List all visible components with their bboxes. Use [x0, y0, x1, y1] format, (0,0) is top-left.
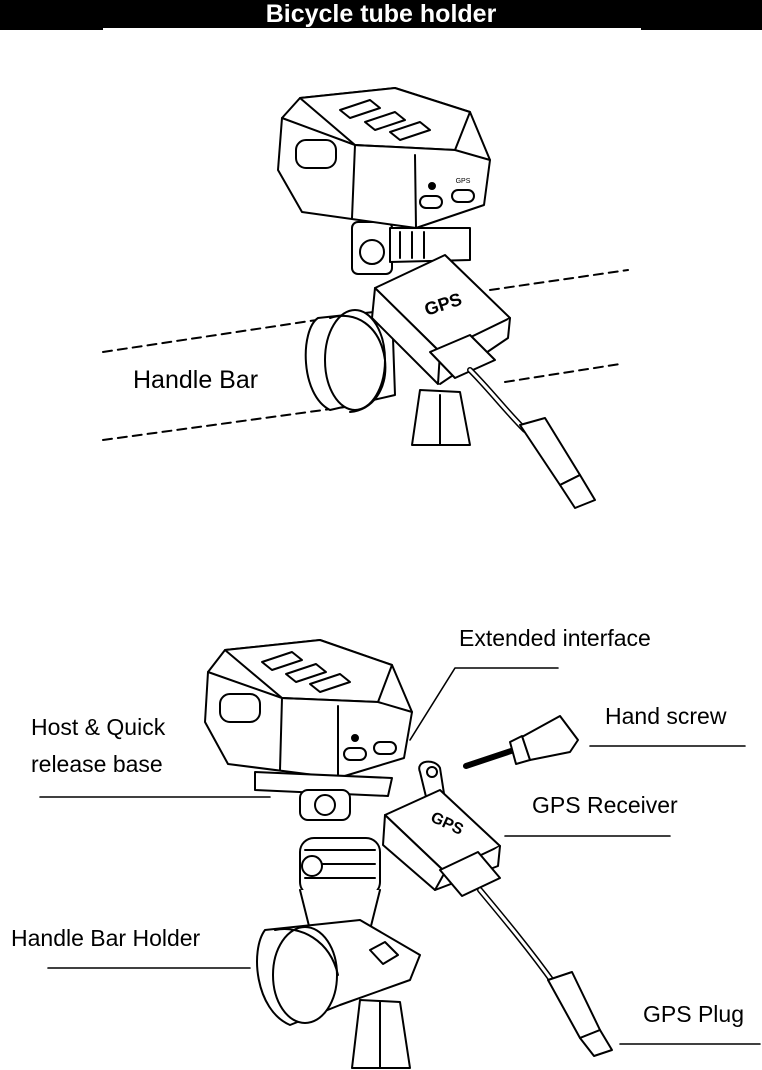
title-bar-right-segment: [641, 0, 762, 30]
gps-receiver-module: GPS: [371, 254, 511, 385]
label-host-quick-line2: release base: [31, 751, 163, 777]
label-extended-interface: Extended interface: [459, 625, 651, 651]
gps-receiver-exploded: GPS: [382, 760, 501, 897]
page-title: Bicycle tube holder: [265, 0, 497, 28]
camera-gps-port-text: GPS: [456, 178, 471, 185]
label-host-quick-line1: Host & Quick: [31, 714, 166, 740]
handlebar-dashed-outline: [102, 269, 629, 441]
handle-bar-holder: [256, 837, 421, 1069]
label-hand-screw: Hand screw: [605, 703, 727, 729]
title-bar: Bicycle tube holder: [0, 0, 762, 30]
gps-cable-exploded: [477, 887, 613, 1057]
camera-host-exploded: [204, 639, 413, 779]
hand-screw: [463, 715, 579, 769]
camera-host: GPS: [277, 87, 491, 229]
label-handle-bar-holder: Handle Bar Holder: [11, 925, 201, 951]
label-handle-bar: Handle Bar: [133, 366, 259, 394]
mount-stem: [351, 221, 471, 275]
title-bar-center-segment: [103, 0, 641, 28]
figure-1-assembled: GPS GPS: [102, 87, 629, 509]
gps-cable: [467, 367, 596, 509]
handlebar-clamp: [304, 309, 471, 446]
leader-lines: [39, 667, 761, 1045]
title-bar-left-segment: [0, 0, 103, 30]
quick-release-base: [254, 771, 393, 821]
label-gps-plug: GPS Plug: [643, 1001, 744, 1027]
figure-2-exploded: GPS: [39, 639, 761, 1069]
label-gps-receiver: GPS Receiver: [532, 792, 678, 818]
